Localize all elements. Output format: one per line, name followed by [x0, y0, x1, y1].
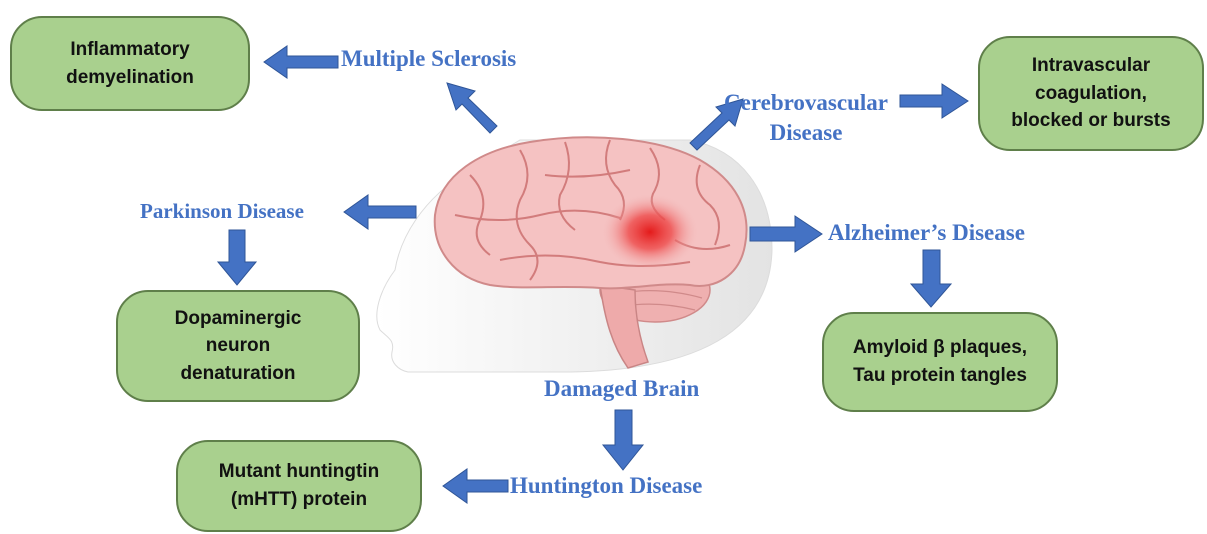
box-text-line: Dopaminergic	[175, 305, 302, 333]
box-intravascular-coagulation: Intravascular coagulation, blocked or bu…	[978, 36, 1204, 151]
box-text-line: blocked or bursts	[1011, 107, 1170, 135]
arrow-brain-to-alzheimer	[750, 216, 822, 252]
label-multiple-sclerosis: Multiple Sclerosis	[341, 44, 516, 74]
label-parkinson-disease: Parkinson Disease	[140, 198, 304, 225]
box-text-line: demyelination	[66, 64, 194, 92]
box-text-line: Amyloid β plaques,	[853, 334, 1027, 362]
label-line: Cerebrovascular	[706, 88, 906, 118]
box-text-line: denaturation	[175, 360, 302, 388]
arrow-parkinson-to-dopaminergic	[218, 230, 256, 285]
label-huntington-disease: Huntington Disease	[510, 471, 702, 501]
arrow-brain-to-parkinson	[344, 195, 416, 229]
label-damaged-brain: Damaged Brain	[544, 374, 699, 404]
label-alzheimers-disease: Alzheimer’s Disease	[828, 218, 1025, 248]
box-text-line: Tau protein tangles	[853, 362, 1027, 390]
box-text-line: coagulation,	[1011, 80, 1170, 108]
box-amyloid-tau: Amyloid β plaques, Tau protein tangles	[822, 312, 1058, 412]
arrow-damaged-to-huntington	[603, 410, 643, 470]
box-text-line: (mHTT) protein	[219, 486, 379, 514]
box-text-line: neuron	[175, 332, 302, 360]
arrow-alzheimer-to-amyloid	[911, 250, 951, 307]
arrow-cerebro-to-intravascular	[900, 84, 968, 118]
box-text-line: Intravascular	[1011, 52, 1170, 80]
label-line: Disease	[706, 118, 906, 148]
box-dopaminergic-neuron: Dopaminergic neuron denaturation	[116, 290, 360, 402]
label-cerebrovascular-disease: Cerebrovascular Disease	[706, 88, 906, 148]
arrow-ms-to-inflammatory	[264, 46, 338, 78]
box-inflammatory-demyelination: Inflammatory demyelination	[10, 16, 250, 111]
box-text-line: Mutant huntingtin	[219, 458, 379, 486]
arrow-brain-to-ms	[447, 83, 497, 133]
arrow-huntington-to-mutant	[443, 469, 508, 503]
box-mutant-huntingtin: Mutant huntingtin (mHTT) protein	[176, 440, 422, 532]
box-text-line: Inflammatory	[66, 36, 194, 64]
